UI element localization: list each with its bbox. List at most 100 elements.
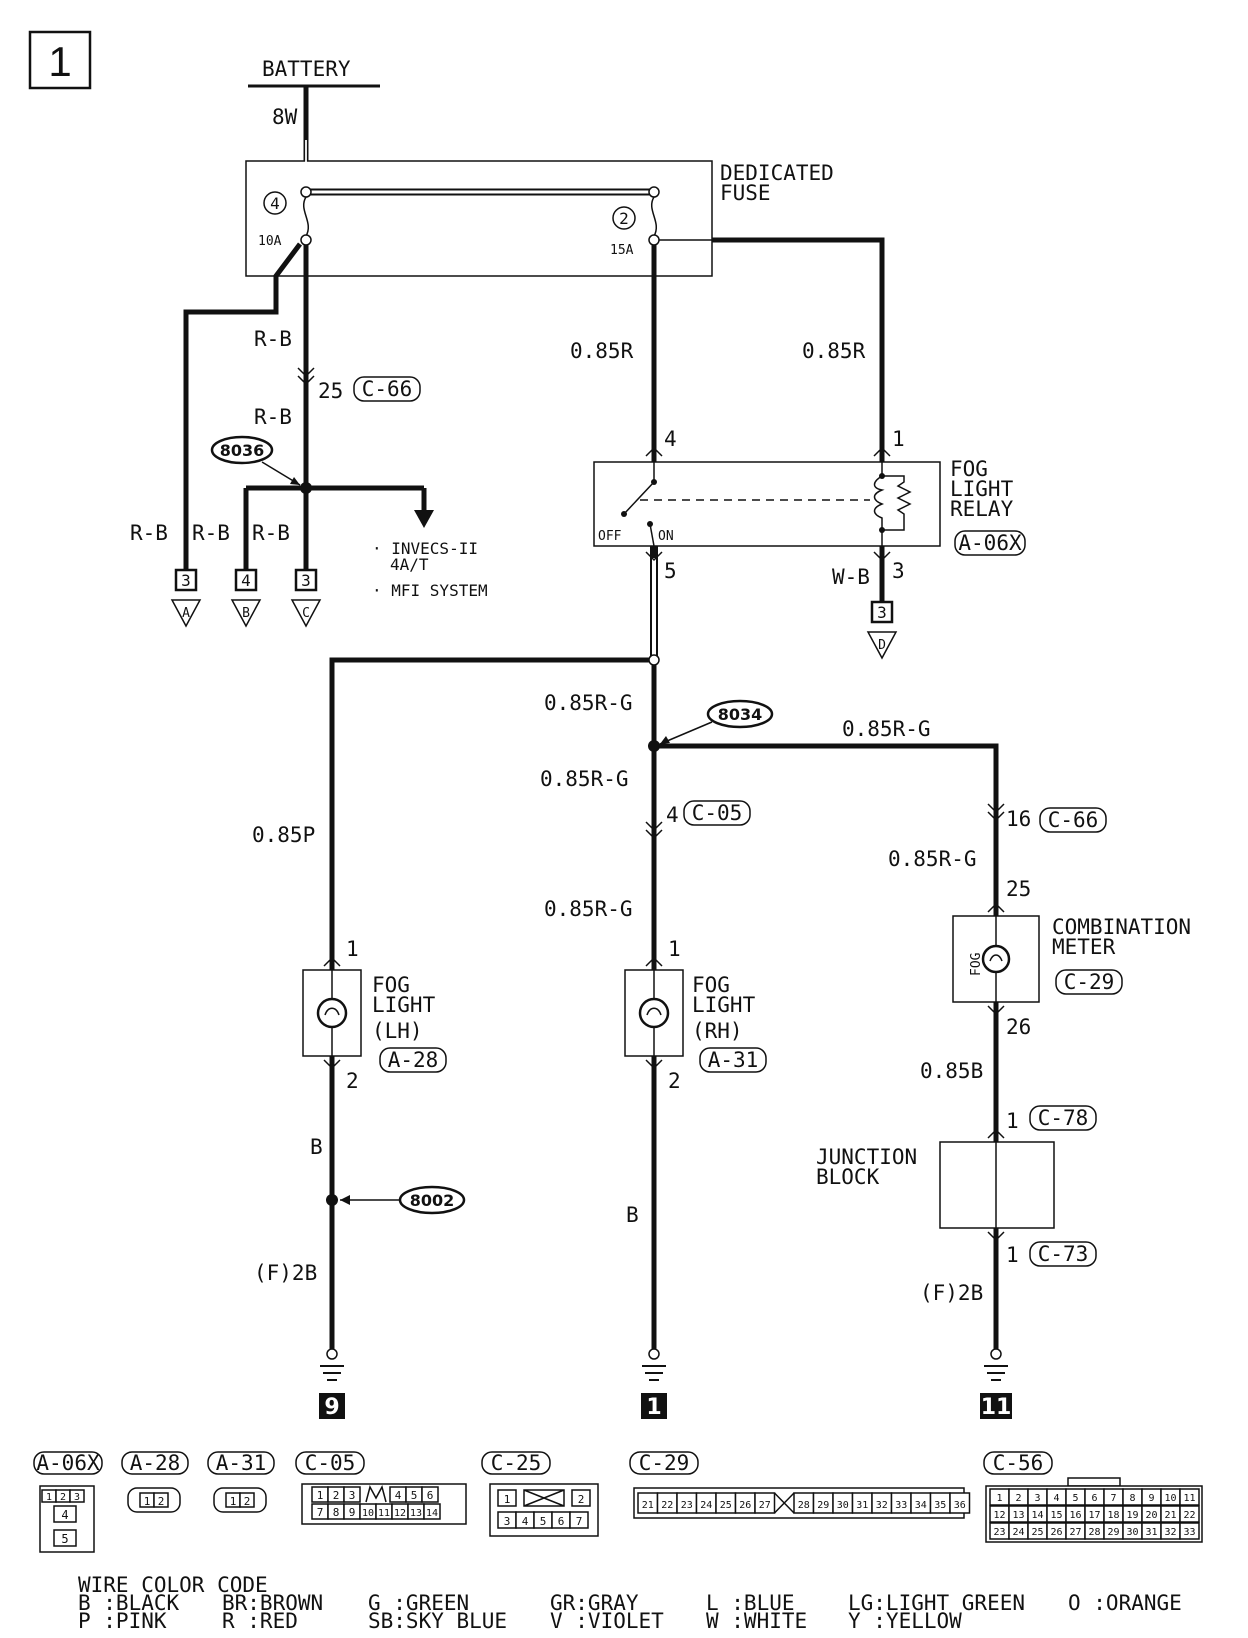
- conn-c25-pin-2: 2: [578, 1493, 585, 1506]
- fog-rh-title-3: (RH): [692, 1019, 743, 1043]
- fog-lh-wire-label: 0.85P: [252, 823, 315, 847]
- wire-color-code: WIRE COLOR CODE B :BLACK BR:BROWN G :GRE…: [78, 1573, 1182, 1633]
- relay-on-label: ON: [658, 529, 674, 544]
- splice-8034-tag: [706, 699, 774, 729]
- conn-c56-pin-33: 33: [1183, 1527, 1195, 1538]
- terminal-d-pin: 3: [877, 603, 887, 622]
- conn-c29-pin-35: 35: [934, 1500, 946, 1511]
- terminal-b-triangle: [230, 599, 262, 628]
- conn-c25-tag: [481, 1451, 551, 1475]
- relay-pin3: 3: [892, 559, 905, 583]
- battery-label: BATTERY: [262, 57, 351, 81]
- conn-c56-pin-23: 23: [993, 1527, 1005, 1538]
- relay-pin1-arrow: [873, 446, 891, 457]
- conn-c05-pin-1: 1: [317, 1489, 324, 1502]
- fuse-title-2: FUSE: [720, 181, 771, 205]
- terminal-a: 3 A: [170, 568, 202, 628]
- conn-c05-pin-2: 2: [333, 1489, 340, 1502]
- conn-c05-pin-14: 14: [426, 1508, 438, 1519]
- fuse-bus-node-2: [648, 186, 660, 198]
- conn-a06x-tag: [33, 1451, 103, 1475]
- conn-c25-pin-5: 5: [540, 1515, 547, 1528]
- ground-1-icon: [642, 1365, 666, 1381]
- fog-rh-pin-in: 1: [668, 937, 681, 961]
- conn-c05-tag: [295, 1451, 365, 1475]
- fog-lh-bulb-icon: [316, 997, 348, 1029]
- relay-pin4: 4: [664, 427, 677, 451]
- conn-c56-pin-31: 31: [1145, 1527, 1157, 1538]
- terminal-c: 3 C: [290, 568, 322, 628]
- meter-output-wire-label: 0.85B: [920, 1059, 983, 1083]
- conn-c56-pin-3: 3: [1034, 1493, 1040, 1504]
- wire-label-c: R-B: [252, 521, 290, 545]
- fog-light-relay-box: [593, 461, 941, 547]
- fog-lh-title-2: LIGHT: [372, 993, 436, 1017]
- fog-lh-connector-tag: [379, 1047, 447, 1073]
- fuse-4-circle: [263, 191, 287, 215]
- conn-c56-pin-14: 14: [1031, 1510, 1043, 1521]
- splice-8036-label: 8036: [220, 441, 265, 460]
- conn-c56-pin-4: 4: [1053, 1493, 1059, 1504]
- conn-a31-label: A-31: [216, 1451, 267, 1475]
- conn-a06x-pin-3: 3: [74, 1492, 80, 1503]
- conn-c29-label: C-29: [639, 1451, 690, 1475]
- conn-c56-pin-28: 28: [1088, 1527, 1100, 1538]
- color-code-w: W :WHITE: [706, 1609, 807, 1633]
- conn-a06x-pin-4: 4: [61, 1508, 68, 1522]
- wire-fuse2-to-relay-pin1: [712, 237, 885, 462]
- conn-c29-pin-27: 27: [759, 1500, 771, 1511]
- connector-c66-tag: [353, 376, 421, 402]
- junction-block-box: [939, 1141, 1055, 1229]
- conn-c56-pin-25: 25: [1031, 1527, 1043, 1538]
- conn-a06x-pin-1: 1: [46, 1492, 52, 1503]
- terminal-a-pin: 3: [181, 571, 191, 590]
- terminal-d: 3 D: [866, 600, 898, 660]
- conn-c56-cell-33: [1179, 1522, 1200, 1540]
- meter-pin-in: 16: [1006, 807, 1031, 831]
- junction-c78-tag: [1029, 1105, 1097, 1131]
- fuse-4-element: [303, 196, 309, 237]
- conn-c05-cell-14: [423, 1503, 441, 1520]
- conn-c56-pin-26: 26: [1050, 1527, 1062, 1538]
- fuse-2-rating: 15A: [610, 243, 634, 258]
- junction-pin-in: 1: [1006, 1109, 1019, 1133]
- conn-a06x-cell-5: [53, 1529, 77, 1547]
- relay-connector-tag: [954, 530, 1026, 556]
- relay-title-2: LIGHT: [950, 477, 1014, 501]
- relay-wire-left-label: 0.85R: [570, 339, 634, 363]
- junction-c73-tag: [1029, 1241, 1097, 1267]
- conn-c29-pin-22: 22: [661, 1500, 673, 1511]
- relay-pin5-arrow: [645, 551, 663, 562]
- conn-a06x-cell-3: [69, 1489, 85, 1503]
- conn-c56-cell-11: [1179, 1488, 1200, 1506]
- fuse-4-number: 4: [270, 194, 280, 213]
- conn-a31-cell-2: [239, 1492, 255, 1508]
- conn-c29-pin-23: 23: [681, 1500, 693, 1511]
- conn-c29-pin-34: 34: [915, 1500, 927, 1511]
- relay-pin4-arrow: [645, 446, 663, 457]
- center-wire-label-2: 0.85R-G: [540, 767, 629, 791]
- relay-title-3: RELAY: [950, 497, 1014, 521]
- color-code-b: B :BLACK: [78, 1591, 180, 1615]
- relay-resistor: [882, 475, 912, 531]
- conn-c56-pin-24: 24: [1012, 1527, 1024, 1538]
- fog-rh-bulb-icon: [638, 997, 670, 1029]
- conn-a28-tag: [121, 1451, 189, 1475]
- conn-c25-pin-7: 7: [576, 1515, 583, 1528]
- color-code-br: BR:BROWN: [222, 1591, 323, 1615]
- fog-lh-filament: [324, 1007, 340, 1016]
- ground-11-label: 11: [981, 1395, 1012, 1420]
- meter-feed-wire-label: 0.85R-G: [842, 717, 931, 741]
- conn-c05-pin-3: 3: [349, 1489, 356, 1502]
- color-code-g: G :GREEN: [368, 1591, 469, 1615]
- splice-8002-label: 8002: [410, 1191, 455, 1210]
- conn-c25-face: 1 2 3 4 5 6 7: [489, 1483, 599, 1537]
- splice-8034-label: 8034: [718, 705, 763, 724]
- color-code-r: R :RED: [222, 1609, 298, 1633]
- meter-pin26: 26: [1006, 1015, 1031, 1039]
- conn-c56-pin-12: 12: [993, 1510, 1005, 1521]
- fog-rh-title-2: LIGHT: [692, 993, 756, 1017]
- fog-rh-connector-tag: [699, 1047, 767, 1073]
- terminal-c-ref: C: [302, 606, 310, 621]
